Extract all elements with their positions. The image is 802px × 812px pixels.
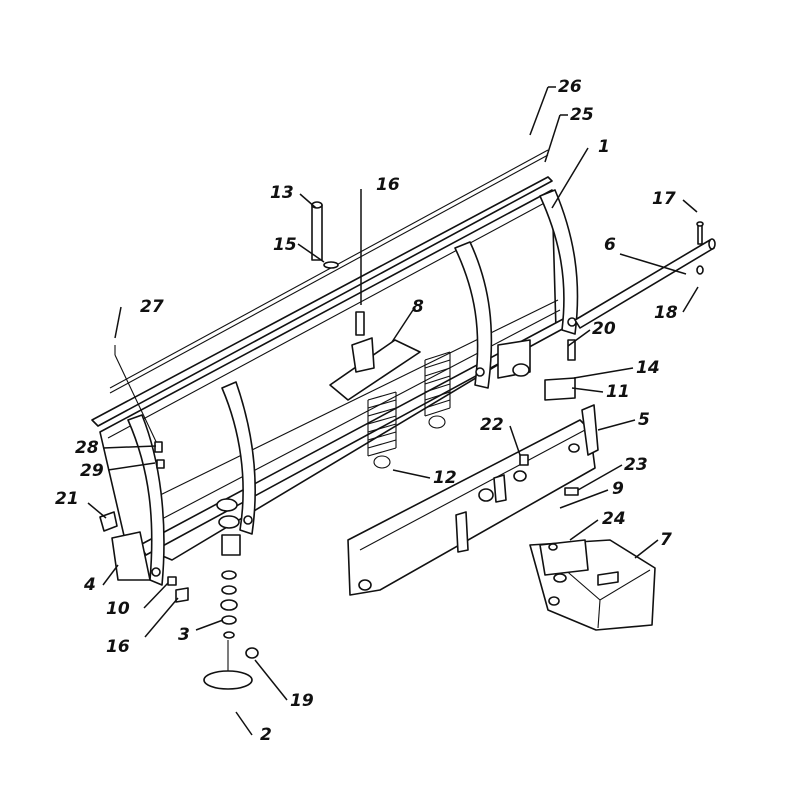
extension-spring-12b <box>424 351 451 429</box>
bolt-28-29 <box>154 441 165 469</box>
bolt-10 <box>167 576 177 586</box>
a-frame-5 <box>347 404 599 596</box>
callout-26: 26 <box>558 77 582 97</box>
callout-16-top: 16 <box>376 175 400 195</box>
extension-spring-12a <box>367 391 397 469</box>
callout-29: 29 <box>80 461 104 481</box>
hinge-bracket-11 <box>497 339 576 401</box>
callout-2: 2 <box>260 725 272 745</box>
callout-12: 12 <box>433 468 457 488</box>
washer-15 <box>323 261 339 269</box>
callout-25: 25 <box>570 105 594 125</box>
callout-labels: 26 25 1 13 16 17 15 6 27 8 18 20 14 11 2… <box>55 77 678 745</box>
callout-19: 19 <box>290 691 314 711</box>
callout-8: 8 <box>412 297 424 317</box>
pin-22 <box>519 454 529 466</box>
callout-1: 1 <box>598 137 610 157</box>
callout-21: 21 <box>55 489 79 509</box>
caster-stack-3 <box>216 498 241 639</box>
callout-28: 28 <box>75 438 99 458</box>
callout-24: 24 <box>602 509 626 529</box>
plow-blade <box>99 189 579 586</box>
bolt-16-top <box>355 311 365 336</box>
spring-bracket-8 <box>329 337 421 401</box>
callout-14: 14 <box>636 358 660 378</box>
pin-17-18 <box>696 221 704 275</box>
callout-11: 11 <box>606 382 630 402</box>
skid-shoe-2 <box>203 640 253 690</box>
leader-lines <box>87 86 699 736</box>
callout-18: 18 <box>654 303 678 323</box>
bolt-16-bottom <box>175 587 189 603</box>
callout-27: 27 <box>140 297 164 317</box>
callout-17: 17 <box>652 189 676 209</box>
bolt-27 <box>114 345 161 451</box>
pivot-rod-6 <box>574 238 716 329</box>
callout-4: 4 <box>83 575 96 595</box>
bracket-24 <box>539 539 589 606</box>
callout-22: 22 <box>480 415 504 435</box>
callout-5: 5 <box>638 410 650 430</box>
callout-7: 7 <box>660 530 672 550</box>
washer-19 <box>245 647 259 659</box>
pin-23 <box>564 487 579 496</box>
callout-6: 6 <box>604 235 616 255</box>
callout-13: 13 <box>270 183 294 203</box>
callout-20: 20 <box>592 319 616 339</box>
callout-10: 10 <box>106 599 130 619</box>
wear-strip-26 <box>109 149 549 394</box>
callout-16-bottom: 16 <box>106 637 130 657</box>
callout-23: 23 <box>624 455 648 475</box>
blade-top-edge-25 <box>91 176 553 427</box>
callout-15: 15 <box>273 235 297 255</box>
callout-3: 3 <box>178 625 190 645</box>
callout-9: 9 <box>612 479 624 499</box>
pin-13 <box>311 201 323 261</box>
